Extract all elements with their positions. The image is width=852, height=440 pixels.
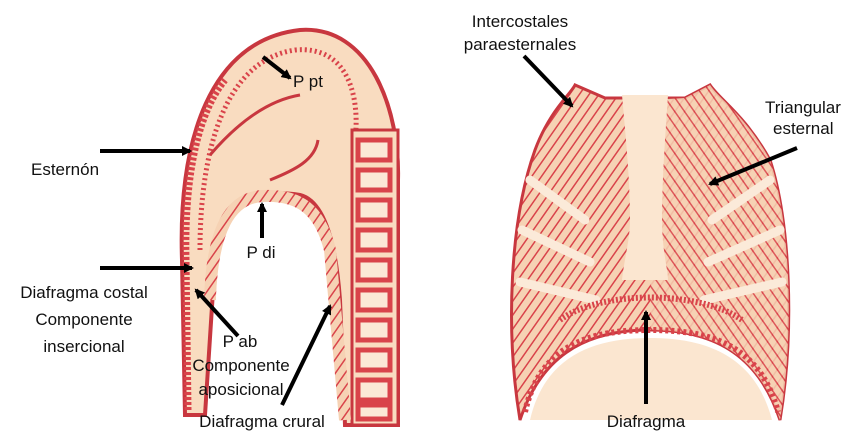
label-triangular-1: Triangular	[765, 98, 841, 118]
label-componente-insercional-1: Componente	[0, 310, 168, 330]
label-componente-aposicional-1: Componente	[186, 356, 296, 376]
spine-column	[352, 130, 398, 425]
label-triangular-2: esternal	[773, 119, 833, 139]
label-p-pt: P pt	[293, 72, 323, 92]
label-diafragma-costal: Diafragma costal	[0, 283, 168, 303]
frontal-view	[512, 85, 789, 420]
label-intercostales-1: Intercostales	[452, 12, 588, 32]
label-diafragma-crural: Diafragma crural	[176, 412, 348, 432]
label-intercostales-2: paraesternales	[452, 35, 588, 55]
arrow-intercostales	[524, 56, 572, 106]
label-componente-aposicional-2: aposicional	[186, 380, 296, 400]
label-esternon: Esternón	[31, 160, 99, 180]
label-diafragma: Diafragma	[596, 412, 696, 432]
label-componente-insercional-2: insercional	[0, 337, 168, 357]
label-p-di: P di	[238, 243, 284, 263]
label-p-ab: P ab	[200, 332, 280, 352]
